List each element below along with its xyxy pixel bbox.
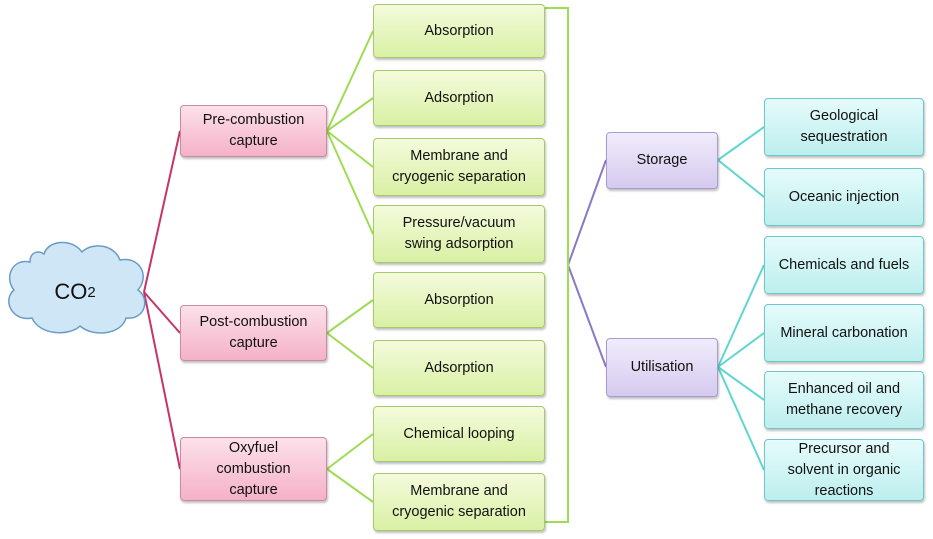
node-label: Chemical looping xyxy=(403,425,515,442)
oceanic-injection-node: Oceanic injection xyxy=(764,168,924,226)
node-label: Pre-combustion capture xyxy=(202,112,305,149)
co2-cloud xyxy=(8,241,146,334)
utilisation-to-option-line xyxy=(717,332,765,368)
tech-membrane-cryogenic-1: Membrane and cryogenic separation xyxy=(373,138,545,196)
pre-to-tech-line xyxy=(326,130,374,235)
co2-to-capture-line xyxy=(143,130,181,293)
post-to-tech-line xyxy=(326,299,374,334)
node-label: Geological sequestration xyxy=(800,108,888,145)
co2-subscript: 2 xyxy=(87,283,96,301)
bracket-to-storage-line xyxy=(567,159,607,266)
utilisation-to-option-line xyxy=(717,366,765,471)
node-label: Absorption xyxy=(424,291,494,308)
enhanced-oil-methane-recovery-node: Enhanced oil and methane recovery xyxy=(764,371,924,429)
node-label: Enhanced oil and methane recovery xyxy=(785,381,903,418)
node-label: Storage xyxy=(636,152,688,168)
pre-to-tech-line xyxy=(326,30,374,132)
tech-absorption-1: Absorption xyxy=(373,4,545,58)
precursor-solvent-node: Precursor and solvent in organic reactio… xyxy=(764,439,924,501)
tech-bracket-line xyxy=(545,7,569,523)
node-label: Post-combustion capture xyxy=(199,314,308,351)
node-label: Membrane and cryogenic separation xyxy=(392,148,526,185)
tech-membrane-cryogenic-2: Membrane and cryogenic separation xyxy=(373,473,545,531)
node-label: Adsorption xyxy=(424,359,494,376)
co2-to-capture-line xyxy=(143,291,181,334)
utilisation-to-option-line xyxy=(717,366,765,401)
storage-node: Storage xyxy=(606,132,718,189)
pre-combustion-capture-node: Pre-combustion capture xyxy=(180,105,327,157)
node-label: Precursor and solvent in organic reactio… xyxy=(787,440,901,499)
geological-sequestration-node: Geological sequestration xyxy=(764,98,924,156)
node-label: Pressure/vacuum swing adsorption xyxy=(402,215,516,252)
tech-absorption-2: Absorption xyxy=(373,272,545,328)
co2-to-capture-line xyxy=(143,291,181,470)
oxy-to-tech-line xyxy=(326,468,374,503)
post-combustion-capture-node: Post-combustion capture xyxy=(180,305,327,361)
mineral-carbonation-node: Mineral carbonation xyxy=(764,304,924,362)
storage-to-option-line xyxy=(717,126,765,161)
co2-text: CO xyxy=(54,279,88,304)
node-label: Chemicals and fuels xyxy=(778,256,910,273)
node-label: Utilisation xyxy=(630,359,694,375)
utilisation-node: Utilisation xyxy=(606,338,718,397)
node-label: Oxyfuel combustion capture xyxy=(216,439,291,498)
node-label: Mineral carbonation xyxy=(780,324,908,341)
node-label: Absorption xyxy=(424,22,494,39)
oxyfuel-combustion-capture-node: Oxyfuel combustion capture xyxy=(180,437,327,501)
tech-chemical-looping: Chemical looping xyxy=(373,406,545,462)
pre-to-tech-line xyxy=(326,130,374,168)
pre-to-tech-line xyxy=(326,97,374,132)
node-label: Adsorption xyxy=(424,89,494,106)
tech-adsorption-1: Adsorption xyxy=(373,70,545,126)
bracket-to-utilisation-line xyxy=(567,264,607,368)
tech-adsorption-2: Adsorption xyxy=(373,340,545,396)
post-to-tech-line xyxy=(326,332,374,369)
node-label: Oceanic injection xyxy=(788,188,900,205)
node-label: Membrane and cryogenic separation xyxy=(392,483,526,520)
storage-to-option-line xyxy=(717,159,765,198)
chemicals-and-fuels-node: Chemicals and fuels xyxy=(764,236,924,294)
tech-pressure-vacuum-swing: Pressure/vacuum swing adsorption xyxy=(373,205,545,263)
oxy-to-tech-line xyxy=(326,433,374,470)
utilisation-to-option-line xyxy=(717,264,765,368)
